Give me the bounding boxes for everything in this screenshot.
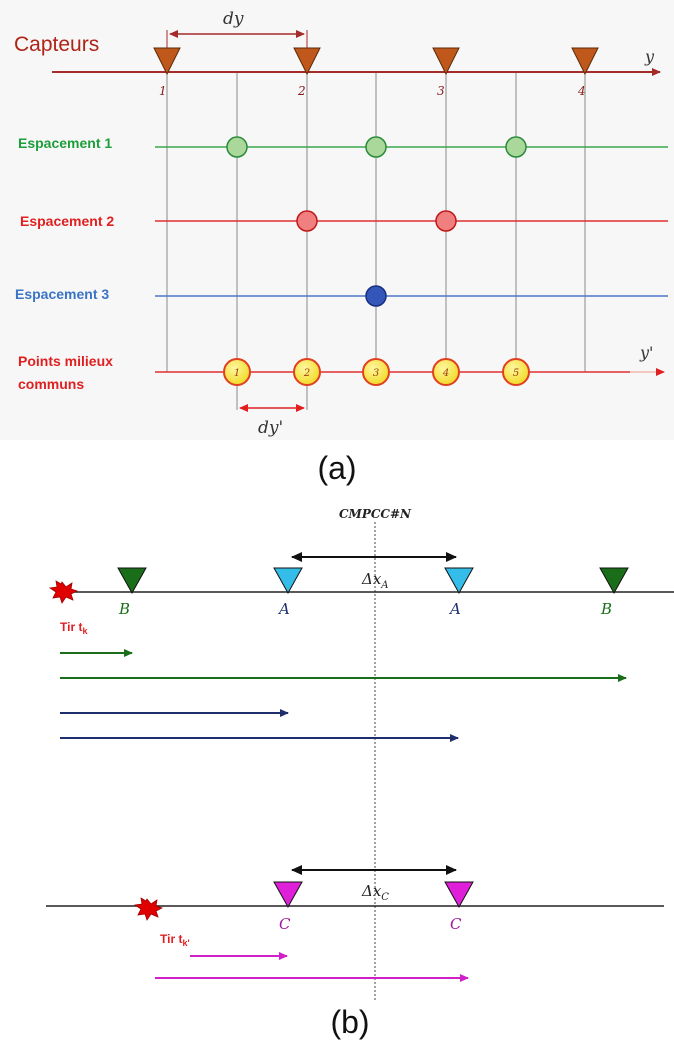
panel-b: CMPCC#N ΔxA Tir tk B A A B ΔxC Tir tk' [46, 507, 674, 1000]
shot-bottom-label: Tir tk' [160, 932, 190, 948]
midpoint-marker [362, 358, 390, 386]
spacing-1-point [226, 136, 248, 158]
midpoint-marker [293, 358, 321, 386]
panel-a-background [0, 0, 674, 440]
caption-a: (a) [317, 450, 356, 486]
shot-burst-icon [48, 580, 79, 604]
y-prime-label: y' [639, 343, 653, 362]
sensors-title: Capteurs [14, 33, 99, 56]
receiver-a-triangle [273, 567, 303, 595]
sensor-triangle [432, 47, 460, 76]
receiver-a-label: A [448, 600, 461, 618]
sensor-triangle [153, 47, 181, 76]
sensor-markers [153, 47, 599, 76]
row-label-espacement-1: Espacement 1 [18, 135, 112, 151]
receiver-b-triangle [117, 567, 147, 595]
midpoint-number: 2 [303, 368, 310, 379]
midpoint-number: 3 [373, 368, 379, 379]
receiver-b-label: B [600, 600, 612, 618]
receiver-c-label: C [279, 915, 291, 933]
shot-top-label: Tir tk [60, 620, 88, 636]
spacing-2-point [435, 210, 457, 232]
spacing-1-point [505, 136, 527, 158]
cmp-title: CMPCC#N [339, 507, 412, 521]
vertical-guides [166, 72, 586, 410]
receiver-c-triangle [273, 881, 303, 909]
sensor-number: 1 [159, 84, 167, 98]
y-axis-label: y [644, 47, 655, 66]
midpoint-markers [223, 358, 530, 386]
caption-b: (b) [330, 1004, 369, 1040]
panel-a: dy Capteurs y 1 2 3 4 Espacement 1 Espac… [0, 0, 674, 440]
midpoint-marker [432, 358, 460, 386]
midpoint-marker [502, 358, 530, 386]
midpoint-number: 1 [234, 368, 240, 379]
delta-xc-label: ΔxC [361, 882, 389, 903]
receiver-b-label: B [118, 600, 130, 618]
receiver-a-label: A [277, 600, 290, 618]
spacing-2-point [296, 210, 318, 232]
sensor-number: 2 [297, 84, 306, 98]
delta-xa-label: ΔxA [361, 570, 389, 591]
dy-label: dy [223, 9, 244, 29]
sensor-triangle [293, 47, 321, 76]
midpoint-numbers: 1 2 3 4 5 [234, 368, 519, 379]
spacing-1-point [365, 136, 387, 158]
midpoint-marker [223, 358, 251, 386]
midpoint-number: 4 [442, 368, 449, 379]
receiver-c-triangle [444, 881, 474, 909]
row-label-espacement-2: Espacement 2 [20, 213, 114, 229]
sensor-triangle [571, 47, 599, 76]
receiver-c-label: C [450, 915, 462, 933]
midpoints-label-line2: communs [18, 376, 84, 392]
sensor-number: 4 [577, 84, 586, 98]
receiver-b-triangle [599, 567, 629, 595]
sensor-number: 3 [437, 84, 445, 98]
row-label-espacement-3: Espacement 3 [15, 286, 109, 302]
receiver-a-triangle [444, 567, 474, 595]
shot-burst-icon [133, 897, 164, 921]
sensor-numbers: 1 2 3 4 [159, 84, 586, 98]
dy-prime-label: dy' [258, 418, 283, 438]
midpoints-label-line1: Points milieux [18, 353, 113, 369]
midpoint-number: 5 [513, 368, 519, 379]
spacing-3-point [365, 285, 387, 307]
